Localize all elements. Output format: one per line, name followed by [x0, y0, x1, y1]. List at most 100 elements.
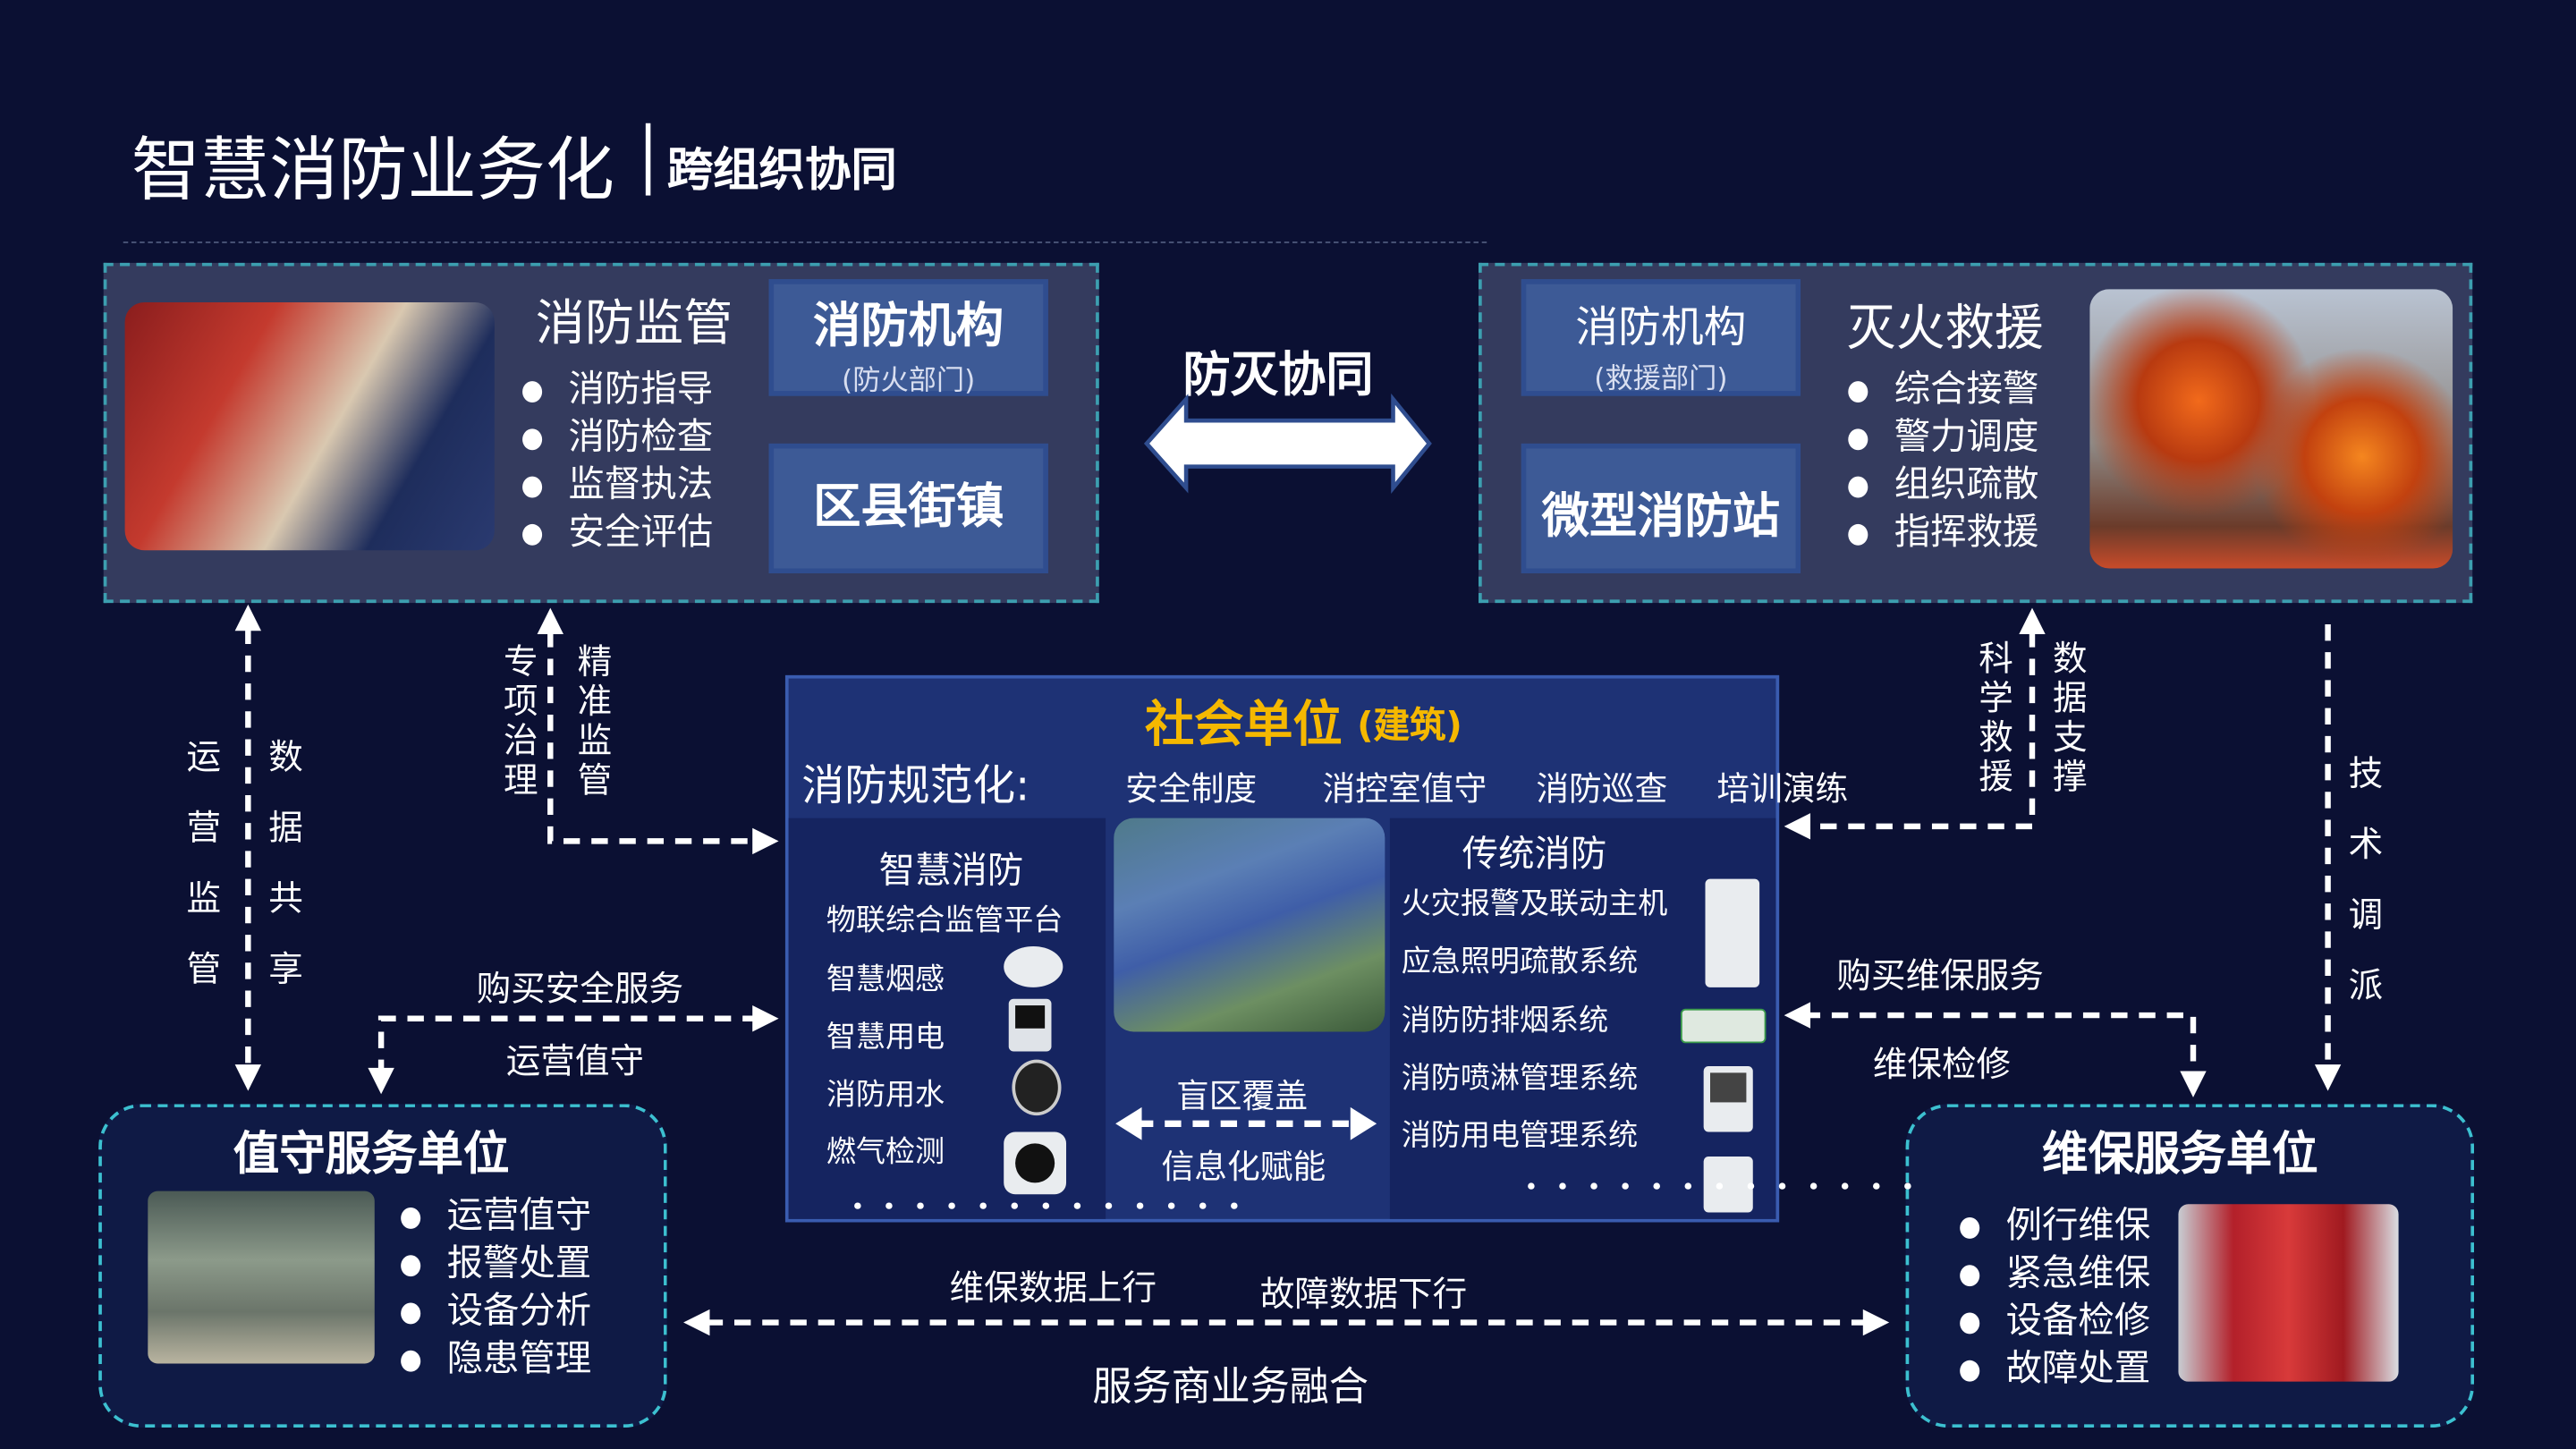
norm-item: 安全制度 — [1125, 768, 1258, 809]
building-photo — [1114, 818, 1385, 1032]
list-item: 隐患管理 — [401, 1335, 591, 1383]
page-title: 智慧消防业务化 — [131, 130, 614, 211]
title-divider — [645, 123, 651, 196]
platform-label: 物联综合监管平台 — [826, 903, 1063, 938]
arrow-special-governance — [547, 631, 759, 844]
fire-agency-prevention-box: 消防机构 (防火部门) — [768, 279, 1048, 398]
fire-agency-rescue-box: 消防机构 (救援部门) — [1521, 279, 1801, 396]
smart-item: 智慧用电 — [826, 1020, 945, 1055]
flow-label-precise-supervision: 精准监管 — [577, 642, 613, 801]
arrowhead — [234, 604, 262, 631]
list-item: 设备分析 — [401, 1288, 591, 1335]
arrowhead — [368, 1067, 394, 1095]
list-item: 警力调度 — [1848, 414, 2038, 462]
coverage-label: 盲区覆盖 — [1176, 1076, 1309, 1116]
norm-item: 消控室值守 — [1322, 768, 1487, 809]
list-item: 安全评估 — [522, 509, 713, 556]
list-item: 指挥救援 — [1848, 509, 2038, 556]
box-subtitle: (救援部门) — [1594, 362, 1728, 396]
flow-label-data-up: 维保数据上行 — [949, 1267, 1157, 1309]
flow-label-maint-repair: 维保检修 — [1872, 1045, 2012, 1085]
fire-inspection-photo — [124, 301, 495, 551]
box-subtitle: (防火部门) — [842, 364, 976, 398]
flow-label-tech-dispatch: 技术调派 — [2348, 754, 2384, 1006]
power-controller-icon — [1703, 1157, 1753, 1213]
smart-item: 智慧烟感 — [826, 962, 945, 997]
social-unit-title: 社会单位 — [1145, 696, 1343, 755]
list-item: 消防检查 — [522, 414, 713, 462]
arrowhead — [1784, 1002, 1811, 1029]
flow-label-ops-duty: 运营值守 — [505, 1041, 644, 1081]
rescue-list: 综合接警 警力调度 组织疏散 指挥救援 — [1848, 367, 2038, 557]
fire-alarm-panel-icon — [1705, 878, 1760, 987]
arrowhead — [1350, 1106, 1377, 1140]
arrow-buy-maint — [1803, 1012, 2197, 1077]
link-label: 防灭协同 — [1182, 346, 1374, 402]
list-item: 综合接警 — [1848, 367, 2038, 414]
flow-label-data-sharing: 数据共享 — [268, 737, 303, 989]
arrowhead — [1115, 1106, 1142, 1140]
arrowhead — [683, 1309, 710, 1336]
arrow-scientific-rescue — [1803, 631, 2036, 830]
flow-label-scientific-rescue: 科学救援 — [1979, 639, 2013, 797]
traditional-item: 消防喷淋管理系统 — [1401, 1061, 1639, 1097]
flow-label-service-fusion: 服务商业务融合 — [1092, 1363, 1368, 1410]
header-divider — [123, 241, 1487, 243]
informatization-label: 信息化赋能 — [1161, 1147, 1326, 1187]
arrowhead — [2180, 1071, 2207, 1097]
smart-item: 燃气检测 — [826, 1135, 945, 1170]
list-item: 消防指导 — [522, 367, 713, 414]
flow-label-ops-supervision: 运营监管 — [186, 737, 222, 989]
list-item: 监督执法 — [522, 462, 713, 509]
list-item: 运营值守 — [401, 1192, 591, 1240]
gas-detector-icon — [1004, 1131, 1067, 1195]
list-item: 设备检修 — [1960, 1298, 2150, 1345]
arrowhead — [537, 607, 564, 634]
micro-station-box: 微型消防站 — [1521, 443, 1801, 574]
district-box: 区县街镇 — [768, 443, 1048, 574]
traditional-item: 消防用电管理系统 — [1401, 1118, 1639, 1154]
arrowhead — [234, 1064, 262, 1091]
sprinkler-controller-icon — [1703, 1066, 1753, 1132]
traditional-item: 火灾报警及联动主机 — [1401, 886, 1668, 922]
supervision-heading: 消防监管 — [535, 295, 733, 353]
traditional-item: 应急照明疏散系统 — [1401, 945, 1639, 979]
arrow-buy-safety — [377, 1015, 759, 1072]
smart-item: 消防用水 — [826, 1077, 945, 1113]
list-item: 故障处置 — [1960, 1345, 2150, 1393]
flow-label-buy-safety: 购买安全服务 — [476, 969, 684, 1009]
supervision-list: 消防指导 消防检查 监督执法 安全评估 — [522, 367, 713, 557]
list-item: 例行维保 — [1960, 1202, 2150, 1250]
control-room-photo — [148, 1191, 375, 1364]
list-item: 报警处置 — [401, 1241, 591, 1288]
flow-label-special-governance: 专项治理 — [503, 642, 538, 801]
flow-label-data-down: 故障数据下行 — [1259, 1275, 1468, 1315]
power-monitor-icon — [1008, 998, 1052, 1052]
maint-unit-list: 例行维保 紧急维保 设备检修 故障处置 — [1960, 1202, 2150, 1393]
water-gauge-icon — [1012, 1059, 1062, 1116]
rescue-heading: 灭火救援 — [1846, 301, 2044, 359]
arrowhead — [752, 1005, 779, 1032]
social-unit-note: (建筑) — [1357, 706, 1462, 748]
pump-room-photo — [2178, 1204, 2399, 1382]
box-title: 消防机构 — [1575, 303, 1747, 353]
flow-label-buy-maint: 购买维保服务 — [1836, 955, 2044, 996]
box-title: 消防机构 — [813, 297, 1004, 353]
smart-fire-title: 智慧消防 — [878, 851, 1024, 893]
exit-sign-icon — [1680, 1008, 1767, 1044]
arrowhead — [752, 827, 779, 855]
norm-item: 消防巡查 — [1536, 768, 1668, 809]
maint-unit-title: 维保服务单位 — [2042, 1126, 2318, 1182]
traditional-fire-title: 传统消防 — [1462, 835, 1607, 876]
duty-unit-list: 运营值守 报警处置 设备分析 隐患管理 — [401, 1192, 591, 1383]
flow-label-data-support: 数据支撑 — [2052, 639, 2088, 797]
list-item: 组织疏散 — [1848, 462, 2038, 509]
arrowhead — [2019, 607, 2046, 634]
duty-unit-title: 值守服务单位 — [233, 1126, 510, 1182]
arrowhead — [2314, 1064, 2342, 1091]
smoke-detector-icon — [1004, 945, 1063, 987]
firefighting-photo — [2089, 289, 2453, 569]
arrowhead — [1784, 813, 1811, 840]
